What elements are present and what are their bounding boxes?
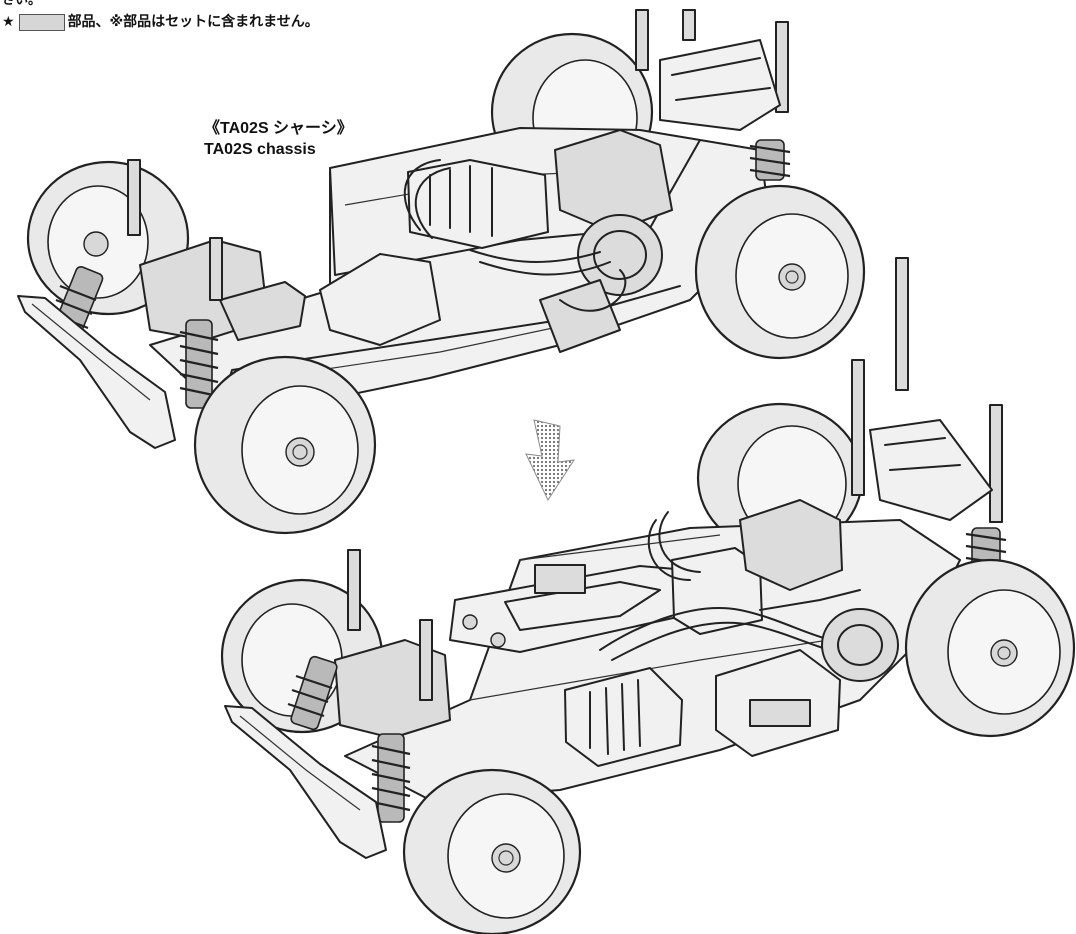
chassis-caption-en: TA02S chassis	[204, 141, 316, 158]
parts-legend-text: 部品、※部品はセットに含まれません。	[67, 14, 319, 30]
front-right-wheel-top	[193, 355, 377, 535]
rear-right-wheel-bottom	[904, 558, 1076, 738]
star-icon: ★	[2, 14, 15, 30]
front-bumper-bottom	[224, 705, 387, 859]
front-bumper-top	[17, 295, 176, 449]
chassis-top-drawing	[17, 9, 866, 535]
front-shocks-bottom	[287, 655, 411, 823]
previous-text-fragment: さい。	[2, 0, 42, 8]
chassis-caption-jp: 《TA02S シャーシ》	[204, 120, 353, 137]
parts-legend: ★ 部品、※部品はセットに含まれません。	[2, 13, 319, 31]
down-arrow-icon	[525, 419, 576, 502]
shaded-part-swatch-icon	[18, 13, 65, 31]
rear-right-wheel-top	[694, 184, 866, 360]
chassis-caption: 《TA02S シャーシ》 TA02S chassis	[204, 118, 353, 160]
chassis-bottom-drawing	[220, 257, 1076, 934]
front-right-wheel-bottom	[402, 768, 582, 934]
